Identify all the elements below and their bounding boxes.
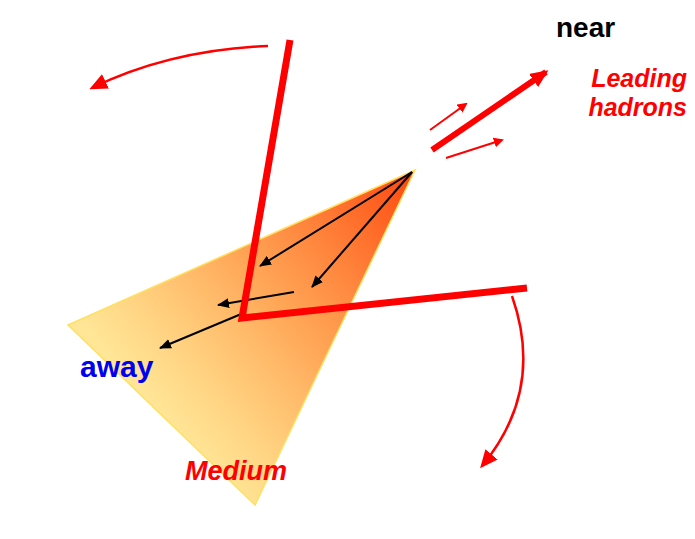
medium-label: Medium (185, 456, 287, 487)
hadron-arrow (446, 140, 502, 158)
rotation-arrow (482, 296, 523, 466)
direction-label: near (556, 12, 615, 44)
hadron-label: Leading hadrons (525, 64, 687, 122)
jet-cone (68, 170, 415, 505)
rotation-arrow (92, 46, 268, 88)
region-label: away (80, 350, 153, 385)
hadron-arrow (432, 72, 546, 150)
hadron-arrow (430, 104, 466, 130)
shower-arrows (160, 172, 412, 348)
jet-lines (242, 40, 527, 318)
medium-region: awayMedium (34, 100, 470, 536)
